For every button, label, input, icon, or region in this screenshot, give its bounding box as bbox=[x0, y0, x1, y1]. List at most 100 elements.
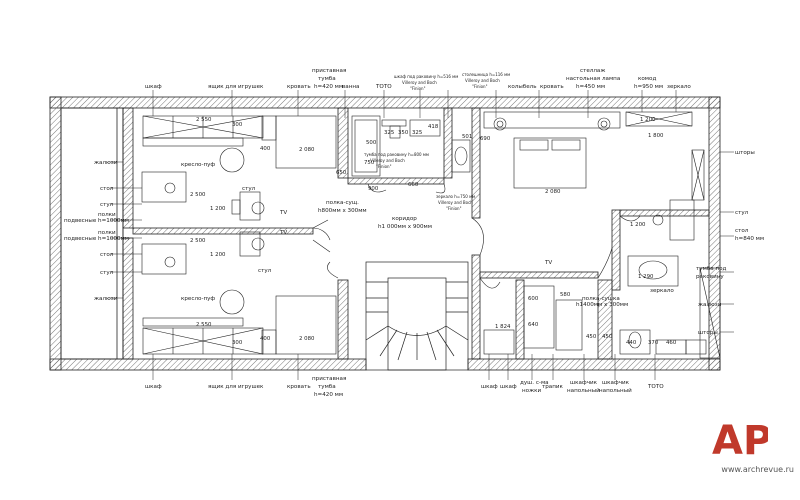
label-shkaf3-bot: шкаф bbox=[500, 384, 517, 390]
label-tv3: TV bbox=[544, 260, 552, 266]
label-pristavnaya-top-1: приставная bbox=[312, 68, 346, 74]
label-yashchik-bot: ящик для игрушек bbox=[208, 384, 264, 390]
label-pristavnaya-bot-2: тумба bbox=[318, 384, 336, 390]
label-zhalyuzi2: жалюзи bbox=[94, 296, 118, 302]
label-kreslo-top: кресло-пуф bbox=[181, 162, 215, 168]
label-shkafchik1-1: шкафчик bbox=[570, 380, 598, 386]
label-polki2-1: полки bbox=[98, 230, 116, 236]
archrevue-logo: AP bbox=[712, 418, 772, 464]
label-pristavnaya-top-2: тумба bbox=[318, 76, 336, 82]
label-koridor-2: h1 000мм х 900мм bbox=[378, 224, 432, 230]
label-tumba-rak-2: Villeroy and Boch bbox=[370, 158, 405, 163]
label-tumba-r-1: тумба под bbox=[696, 266, 727, 272]
staircase bbox=[365, 261, 469, 371]
dim-640: 640 bbox=[528, 322, 539, 328]
right-labels: шторы стул стол h=840 мм тумба под раков… bbox=[650, 150, 764, 336]
label-stul-r: стул bbox=[735, 210, 749, 216]
dim-690: 690 bbox=[480, 136, 491, 142]
master-bath bbox=[483, 255, 721, 359]
label-duh-2: ножки bbox=[522, 388, 541, 394]
label-polki2-2: подвесные h=1000мм bbox=[64, 236, 129, 242]
label-zerkalo-top: зеркало bbox=[667, 84, 691, 90]
label-krovat-bot: кровать bbox=[287, 384, 311, 390]
label-shkafchik2-1: шкафчик bbox=[602, 380, 630, 386]
dim-2500-b: 2 500 bbox=[190, 238, 206, 244]
label-zerk-3: "Finion" bbox=[446, 206, 462, 211]
label-kolybel: колыбель bbox=[508, 84, 537, 90]
label-vanna: ванна bbox=[342, 84, 359, 90]
label-stul-a: стул bbox=[242, 186, 256, 192]
label-tumba-r-2: раковину bbox=[696, 274, 724, 280]
dim-660: 660 bbox=[408, 182, 419, 188]
label-stul-b: стул bbox=[258, 268, 272, 274]
top-labels: шкаф ящик для игрушек кровать приставная… bbox=[145, 68, 691, 91]
label-tv2: TV bbox=[279, 230, 287, 236]
dim-2080-top: 2 080 bbox=[299, 147, 315, 153]
label-stoleshnitsa-3: "Finion" bbox=[472, 84, 488, 89]
label-polki1-1: полки bbox=[98, 212, 116, 218]
bottom-labels: шкаф ящик для игрушек кровать приставная… bbox=[145, 376, 664, 398]
label-stol-r-2: h=840 мм bbox=[735, 236, 764, 242]
dim-400a: 400 bbox=[260, 146, 271, 152]
label-shkafchik1-2: напольный bbox=[567, 387, 600, 394]
dim-1200-b: 1 200 bbox=[210, 252, 226, 258]
label-shkaf-bot: шкаф bbox=[145, 384, 162, 390]
label-polka-sushka-1: полка-сушка bbox=[582, 296, 620, 302]
label-pristavnaya-bot-3: h=420 мм bbox=[314, 392, 343, 398]
dim-450b: 450 bbox=[602, 334, 613, 340]
interior-labels: кресло-пуф кресло-пуф стул стул TV TV TV… bbox=[181, 152, 628, 308]
label-polki1-2: подвесные h=1000мм bbox=[64, 218, 129, 224]
dim-600: 600 bbox=[528, 296, 539, 302]
logo-letters: AP bbox=[712, 418, 768, 458]
label-tv1: TV bbox=[279, 210, 287, 216]
dim-325b: 325 bbox=[412, 130, 422, 136]
label-polka-1: полка-сущ. bbox=[326, 200, 359, 206]
label-stellazh-1: стеллаж bbox=[580, 68, 605, 74]
dim-1800-r: 1 800 bbox=[648, 133, 664, 139]
site-url: www.archrevue.ru bbox=[721, 465, 794, 474]
leader-lines bbox=[110, 90, 734, 380]
label-zerk-1: зеркало h=750 мм bbox=[436, 194, 475, 199]
label-shkaf-top: шкаф bbox=[145, 84, 162, 90]
label-shtory2: шторы bbox=[698, 330, 718, 336]
dim-300b: 300 bbox=[232, 122, 243, 128]
label-komod-1: комод bbox=[638, 76, 656, 82]
top-kids-room bbox=[141, 115, 337, 275]
label-trapik: трапик bbox=[542, 384, 564, 390]
label-duh-1: душ. с-ма bbox=[520, 380, 549, 386]
dim-1200-r: 1 200 bbox=[640, 117, 656, 123]
dim-300a: 300 bbox=[232, 340, 243, 346]
label-zerk-2: Villeroy and Boch bbox=[438, 200, 473, 205]
label-stoleshnitsa-2: Villeroy and Boch bbox=[465, 78, 500, 83]
dim-1290: 1 290 bbox=[638, 274, 654, 280]
dim-460: 460 bbox=[666, 340, 677, 346]
label-koridor-1: коридор bbox=[392, 216, 417, 222]
label-toto-top: TOTO bbox=[375, 84, 392, 90]
label-shkaf-rak-3: "Finion" bbox=[410, 86, 426, 91]
dim-2080-bot: 2 080 bbox=[299, 336, 315, 342]
dim-750: 750 bbox=[364, 160, 375, 166]
dim-1824: 1 824 bbox=[495, 324, 511, 330]
label-toto-bot: TOTO bbox=[647, 384, 664, 390]
label-stol2: стол bbox=[100, 252, 114, 258]
dim-1200-r2: 1 200 bbox=[630, 222, 646, 228]
label-pristavnaya-bot-1: приставная bbox=[312, 376, 346, 382]
doors bbox=[312, 183, 641, 289]
label-stellazh-3: h=450 мм bbox=[576, 84, 605, 90]
label-kreslo-bot: кресло-пуф bbox=[181, 296, 215, 302]
dim-370: 370 bbox=[648, 340, 659, 346]
dim-501: 501 bbox=[462, 134, 472, 140]
label-stol1: стол bbox=[100, 186, 114, 192]
label-zerkalo-r: зеркало bbox=[650, 288, 674, 294]
dim-900: 900 bbox=[368, 186, 379, 192]
label-shkaf2-bot: шкаф bbox=[481, 384, 498, 390]
label-krovat2: кровать bbox=[540, 84, 564, 90]
outer-walls bbox=[49, 96, 721, 371]
label-stol-r-1: стол bbox=[735, 228, 749, 234]
bottom-kids-room bbox=[142, 289, 337, 355]
label-tumba-rak-3: "Finion" bbox=[376, 164, 392, 169]
master-bedroom bbox=[483, 111, 705, 241]
dim-325a: 325 bbox=[384, 130, 394, 136]
label-stoleshnitsa-1: столешница h=116 мм bbox=[462, 72, 510, 77]
